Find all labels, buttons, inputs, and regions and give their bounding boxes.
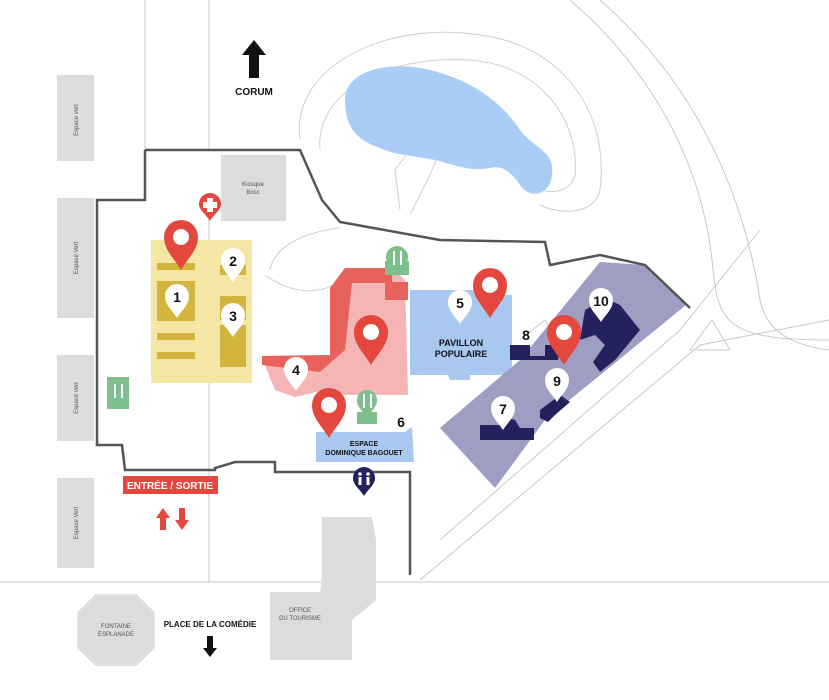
office-label-2: DU TOURISME — [279, 616, 321, 622]
zone-4-stand — [262, 268, 408, 372]
fontaine-label-2: ESPLANADE — [98, 632, 134, 638]
espace-vert-label-4: Espace Vert — [74, 506, 80, 539]
kiosque-bosc — [221, 155, 286, 221]
arrow-down-icon — [203, 636, 217, 657]
arrow-up-icon — [156, 508, 170, 530]
entry-exit-arrows — [156, 508, 189, 530]
toilets-icon — [353, 467, 375, 496]
espace-vert-label-2: Espace Vert — [74, 241, 80, 274]
arrow-down-icon — [175, 508, 189, 530]
pavillon-label-2: POPULAIRE — [435, 349, 488, 359]
zone-7-10-stands — [480, 298, 640, 440]
arrow-up-icon — [242, 40, 266, 78]
fork-knife-icon — [385, 246, 409, 275]
green-space-labels: Espace vert Espace Vert Espace vert Espa… — [74, 104, 80, 539]
zone-6-espace-dominique-bagouet — [316, 427, 414, 462]
pond — [345, 66, 553, 194]
kiosque-label-1: Kiosque — [242, 182, 264, 188]
dominique-label-2: DOMINIQUE BAGOUET — [325, 450, 403, 457]
zone-number: 4 — [292, 362, 300, 378]
entree-sortie-label: ENTRÉE / SORTIE — [127, 479, 213, 492]
zone-number: 1 — [173, 289, 181, 305]
dominique-label-1: ESPACE — [350, 441, 379, 448]
kiosque-label-2: Bosc — [246, 190, 259, 196]
corum-label: CORUM — [235, 87, 273, 98]
zone-number: 3 — [229, 308, 237, 324]
fontaine-label-1: FONTAINE — [101, 624, 131, 630]
first-aid-cross-icon — [199, 193, 221, 221]
map-pin-icon[interactable] — [312, 388, 346, 438]
zone-number: 5 — [456, 295, 464, 311]
office-label-1: OFFICE — [289, 608, 311, 614]
entree-sortie-badge — [123, 476, 218, 494]
fontaine-esplanade — [77, 594, 155, 666]
green-spaces — [57, 75, 94, 568]
office-du-tourisme — [270, 517, 376, 660]
zone-number: 8 — [522, 327, 530, 343]
zone-number: 9 — [553, 373, 561, 389]
festival-boundary — [95, 150, 412, 575]
zone-number: 2 — [229, 253, 237, 269]
fork-knife-icon — [107, 377, 129, 409]
zone-number: 7 — [499, 401, 507, 417]
pavillon-label-1: PAVILLON — [439, 338, 483, 348]
espace-vert-label-3: Espace vert — [74, 382, 80, 414]
zone-number: 10 — [593, 293, 609, 309]
fork-knife-icon — [357, 390, 377, 424]
place-comedie-label: PLACE DE LA COMÉDIE — [164, 620, 257, 629]
zone-number: 6 — [397, 414, 405, 430]
espace-vert-label-1: Espace vert — [74, 104, 80, 136]
